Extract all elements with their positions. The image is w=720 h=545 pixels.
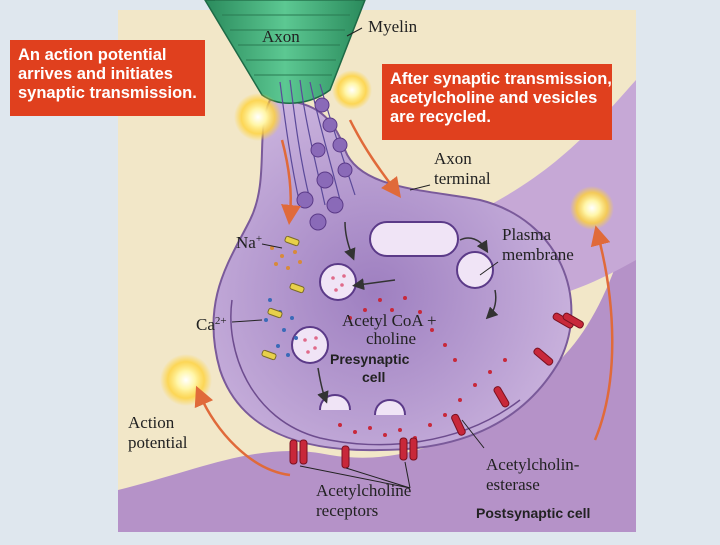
sodium-ion-symbol: Na xyxy=(236,233,256,252)
acetyl-coa-label-line1: Acetyl CoA + xyxy=(342,311,437,330)
callout-right-line1: After synaptic transmission, xyxy=(390,70,612,88)
ach-receptors-label-line1: Acetylcholine xyxy=(316,481,411,500)
acetylcholinesterase-label-line2: esterase xyxy=(486,475,540,494)
vesicle-contents xyxy=(303,274,346,354)
action-potential-flash-top-left xyxy=(234,93,282,141)
presynaptic-label-line1: Presynaptic xyxy=(330,351,410,367)
postsynaptic-cell xyxy=(118,200,636,532)
acetylcholine-receptors xyxy=(289,312,584,469)
action-potential-arrows xyxy=(194,119,614,477)
label-leader-lines xyxy=(231,27,499,489)
action-potential-flash-right xyxy=(570,186,614,230)
vesicle-cluster xyxy=(296,97,353,231)
axon-terminal-label-line1: Axon xyxy=(434,149,472,168)
callout-right-line2: acetylcholine and vesicles xyxy=(390,89,598,107)
callout-action-potential: An action potential arrives and initiate… xyxy=(10,40,205,116)
ion-channels xyxy=(261,235,305,361)
plasma-membrane-label-line1: Plasma xyxy=(502,225,552,244)
calcium-ion-symbol: Ca xyxy=(196,315,215,334)
presynaptic-label-line2: cell xyxy=(362,369,385,385)
axon-terminal-label-line2: terminal xyxy=(434,169,491,188)
action-potential-label-line1: Action xyxy=(128,413,175,432)
action-potential-flash-left xyxy=(160,354,212,406)
calcium-ion-charge: 2+ xyxy=(215,315,227,327)
sodium-ion-label: Na+ xyxy=(236,233,262,252)
callout-left-line2: arrives and initiates xyxy=(18,65,173,83)
callout-recycling: After synaptic transmission, acetylcholi… xyxy=(382,64,612,140)
fusing-vesicles xyxy=(319,394,406,416)
axon-label: Axon xyxy=(262,27,300,46)
ach-receptors-label-line2: receptors xyxy=(316,501,378,520)
calcium-ion-label: Ca2+ xyxy=(196,315,227,334)
myelin-stripes xyxy=(215,0,355,76)
callout-left-line3: synaptic transmission. xyxy=(18,84,197,102)
callout-right-line3: are recycled. xyxy=(390,108,491,126)
recycling-vesicles xyxy=(291,221,494,364)
postsynaptic-cell-label: Postsynaptic cell xyxy=(476,505,590,521)
callout-left-line1: An action potential xyxy=(18,46,167,64)
acetylcholinesterase-label-line1: Acetylcholin- xyxy=(486,455,580,474)
plasma-membrane-label-line2: membrane xyxy=(502,245,574,264)
axon-fibers xyxy=(279,79,356,206)
recycling-arrows xyxy=(317,221,499,404)
myelin-label: Myelin xyxy=(368,17,418,36)
acetyl-coa-label-line2: choline xyxy=(366,329,416,348)
sodium-ion-charge: + xyxy=(256,233,262,245)
action-potential-label-line2: potential xyxy=(128,433,188,452)
action-potential-flash-top-right xyxy=(332,70,372,110)
